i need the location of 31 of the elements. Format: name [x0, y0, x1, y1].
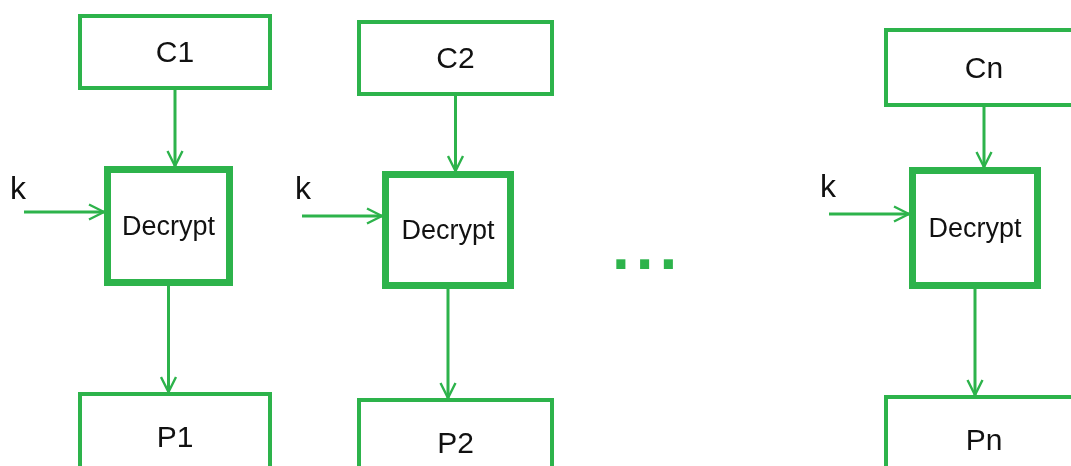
box-label: C2: [436, 41, 475, 75]
variable-label: k: [295, 172, 311, 204]
process-box: [909, 167, 1041, 289]
arrow: [975, 107, 993, 169]
ellipsis: ...: [612, 215, 684, 279]
box-label: Decrypt: [122, 210, 215, 242]
data-box: [884, 28, 1071, 107]
box-label: Decrypt: [928, 212, 1022, 244]
arrow: [24, 203, 106, 221]
arrow: [966, 289, 984, 397]
arrow: [166, 90, 184, 168]
arrow: [446, 96, 465, 173]
arrow: [439, 289, 457, 400]
data-box: [357, 20, 554, 96]
arrow: [829, 205, 911, 223]
arrow: [302, 207, 384, 225]
box-label: C1: [155, 35, 195, 69]
data-box: [884, 395, 1071, 466]
process-box: [382, 171, 514, 289]
variable-label: k: [10, 172, 26, 204]
process-box: [104, 166, 233, 286]
arrow: [159, 286, 178, 394]
box-label: Pn: [965, 423, 1003, 457]
data-box: [78, 14, 272, 90]
box-label: P1: [156, 420, 194, 454]
data-box: [78, 392, 272, 466]
variable-label: k: [820, 170, 836, 202]
box-label: Decrypt: [401, 214, 495, 246]
box-label: P2: [437, 426, 474, 460]
box-label: Cn: [964, 50, 1004, 85]
data-box: [357, 398, 554, 466]
